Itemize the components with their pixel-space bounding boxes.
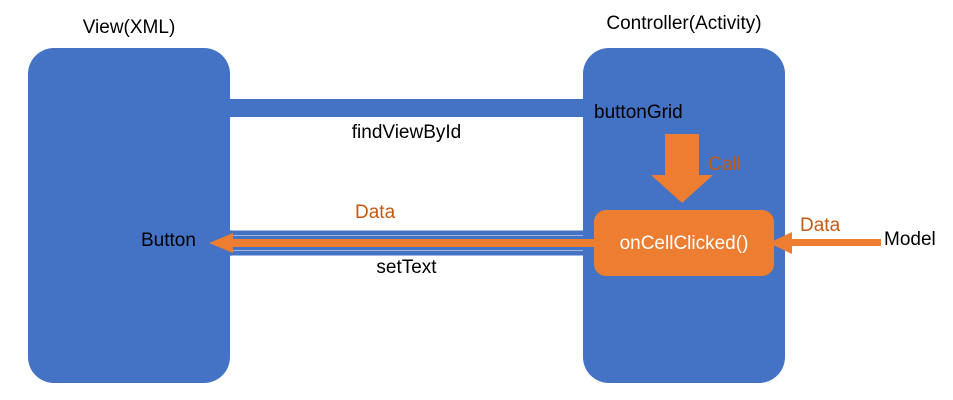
data-from-model-label: Data <box>800 215 841 236</box>
button-grid-label: buttonGrid <box>594 102 683 123</box>
edge-set-text <box>207 230 597 256</box>
call-label: Call <box>708 154 741 175</box>
set-text-label: setText <box>376 257 437 278</box>
controller-activity-title: Controller(Activity) <box>606 13 762 34</box>
data-to-view-label: Data <box>355 202 396 223</box>
edge-find-view-by-id <box>228 99 586 117</box>
view-xml-box[interactable] <box>28 48 230 383</box>
find-view-by-id-label: findViewById <box>351 122 462 143</box>
edge-data-to-view <box>209 233 598 253</box>
button-label: Button <box>141 230 196 251</box>
on-cell-clicked-box[interactable]: onCellClicked() <box>594 210 774 276</box>
view-xml-title: View(XML) <box>82 17 176 38</box>
on-cell-clicked-label: onCellClicked() <box>619 232 749 254</box>
model-label: Model <box>884 229 936 250</box>
